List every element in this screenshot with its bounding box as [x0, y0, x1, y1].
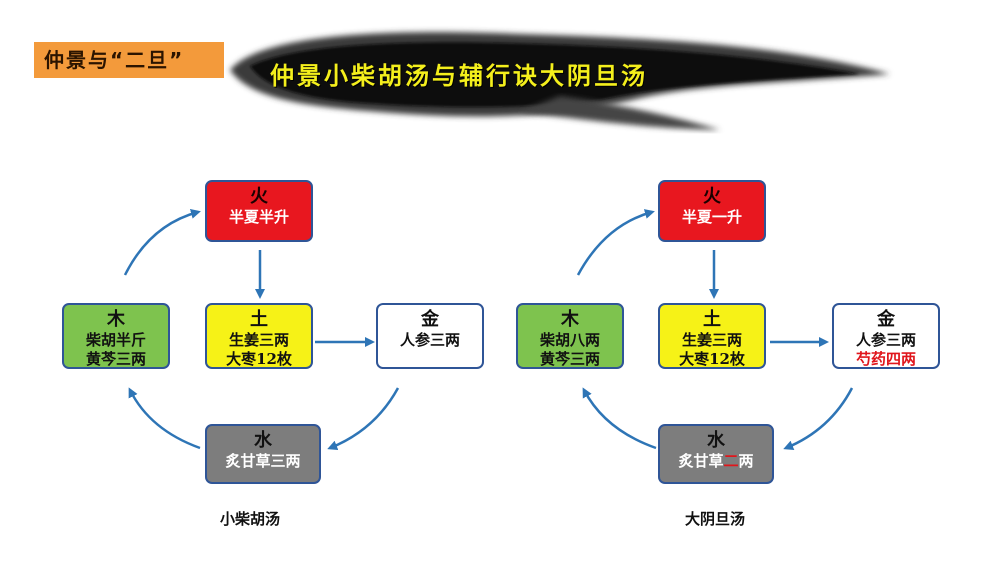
herb-line: 柴胡八两 [539, 331, 600, 349]
element-label: 木 [107, 309, 125, 330]
element-label: 火 [250, 186, 268, 207]
element-label: 火 [703, 186, 721, 207]
element-label: 土 [250, 309, 268, 330]
section-badge: 仲景与“二旦” [34, 42, 224, 78]
element-label: 木 [561, 309, 579, 330]
herb-line: 黄芩三两 [539, 350, 600, 368]
arrow-wood-to-fire-r [576, 209, 655, 276]
herb-unit: 两 [738, 452, 754, 470]
left-fire-node: 火 半夏半升 [205, 180, 313, 242]
herb-line: 黄芩三两 [85, 350, 146, 368]
herb-amount-highlight: 二 [723, 452, 739, 470]
herb-line: 柴胡半斤 [85, 331, 146, 349]
herb-line: 大枣12枚 [226, 350, 292, 368]
element-label: 金 [877, 309, 895, 330]
right-fire-node: 火 半夏一升 [658, 180, 766, 242]
herb-line: 半夏一升 [681, 208, 742, 226]
arrow-metal-to-water [327, 387, 400, 451]
right-wood-node: 木 柴胡八两 黄芩三两 [516, 303, 624, 369]
left-caption: 小柴胡汤 [220, 510, 281, 528]
herb-line: 半夏半升 [228, 208, 289, 226]
left-earth-node: 土 生姜三两 大枣12枚 [205, 303, 313, 369]
arrow-wood-to-fire [123, 209, 201, 276]
herb-line: 生姜三两 [228, 331, 289, 349]
herb-line: 大枣12枚 [679, 350, 745, 368]
herb-line: 炙甘草二两 [660, 452, 772, 471]
right-earth-node: 土 生姜三两 大枣12枚 [658, 303, 766, 369]
herb-line-highlight: 芍药四两 [855, 350, 916, 368]
element-label: 水 [254, 430, 272, 451]
left-water-node: 水 炙甘草三两 [205, 424, 321, 484]
arrow-metal-to-water-r [783, 387, 854, 450]
slide-title: 仲景小柴胡汤与辅行诀大阴旦汤 [270, 62, 648, 90]
left-wood-node: 木 柴胡半斤 黄芩三两 [62, 303, 170, 369]
herb-line: 生姜三两 [681, 331, 742, 349]
right-water-node: 水 炙甘草二两 [658, 424, 774, 484]
ink-brush-banner [230, 32, 890, 130]
element-label: 土 [703, 309, 721, 330]
element-label: 水 [707, 430, 725, 451]
arrow-water-to-wood [128, 387, 201, 450]
herb-line: 炙甘草三两 [225, 452, 301, 470]
right-caption: 大阴旦汤 [685, 510, 746, 528]
right-metal-node: 金 人参三两 芍药四两 [832, 303, 940, 369]
herb-name: 炙甘草 [678, 452, 724, 470]
herb-line: 人参三两 [399, 331, 460, 349]
left-metal-node: 金 人参三两 [376, 303, 484, 369]
herb-line: 人参三两 [855, 331, 916, 349]
arrow-water-to-wood-r [582, 387, 657, 450]
element-label: 金 [421, 309, 439, 330]
